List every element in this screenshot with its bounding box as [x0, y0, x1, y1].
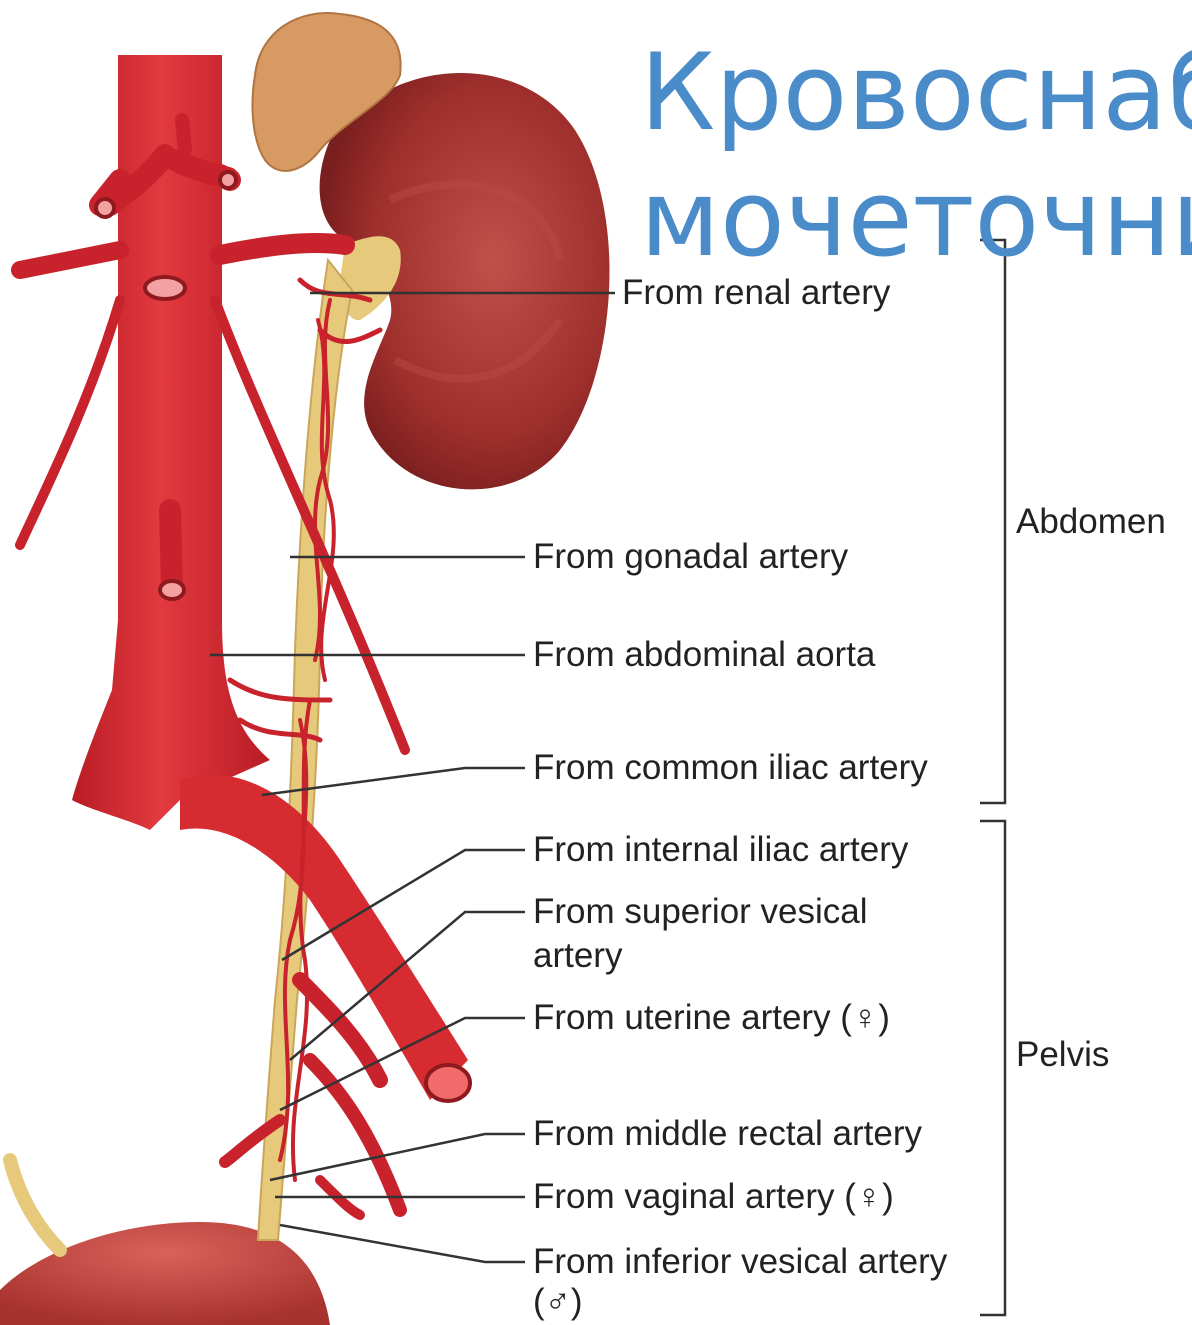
label-abdominal-aorta: From abdominal aorta: [533, 633, 875, 677]
label-vaginal-artery: From vaginal artery (♀): [533, 1175, 894, 1219]
slide-title-line-2: мочеточни: [640, 166, 1192, 272]
label-common-iliac-artery: From common iliac artery: [533, 746, 928, 790]
label-inferior-vesical-artery-line-1: From inferior vesical artery: [533, 1240, 947, 1284]
label-superior-vesical-artery-line-1: From superior vesical: [533, 890, 868, 934]
label-superior-vesical-artery-line-2: artery: [533, 934, 622, 978]
label-middle-rectal-artery: From middle rectal artery: [533, 1112, 922, 1156]
label-gonadal-artery: From gonadal artery: [533, 535, 848, 579]
slide-title-line-1: Кровоснаб: [640, 40, 1192, 146]
label-renal-artery: From renal artery: [622, 271, 890, 315]
label-internal-iliac-artery: From internal iliac artery: [533, 828, 908, 872]
region-label-abdomen: Abdomen: [1016, 502, 1166, 542]
label-uterine-artery: From uterine artery (♀): [533, 996, 890, 1040]
region-brackets: [980, 240, 1005, 1315]
region-label-pelvis: Pelvis: [1016, 1035, 1109, 1075]
label-inferior-vesical-artery-line-2: (♂): [533, 1280, 583, 1324]
